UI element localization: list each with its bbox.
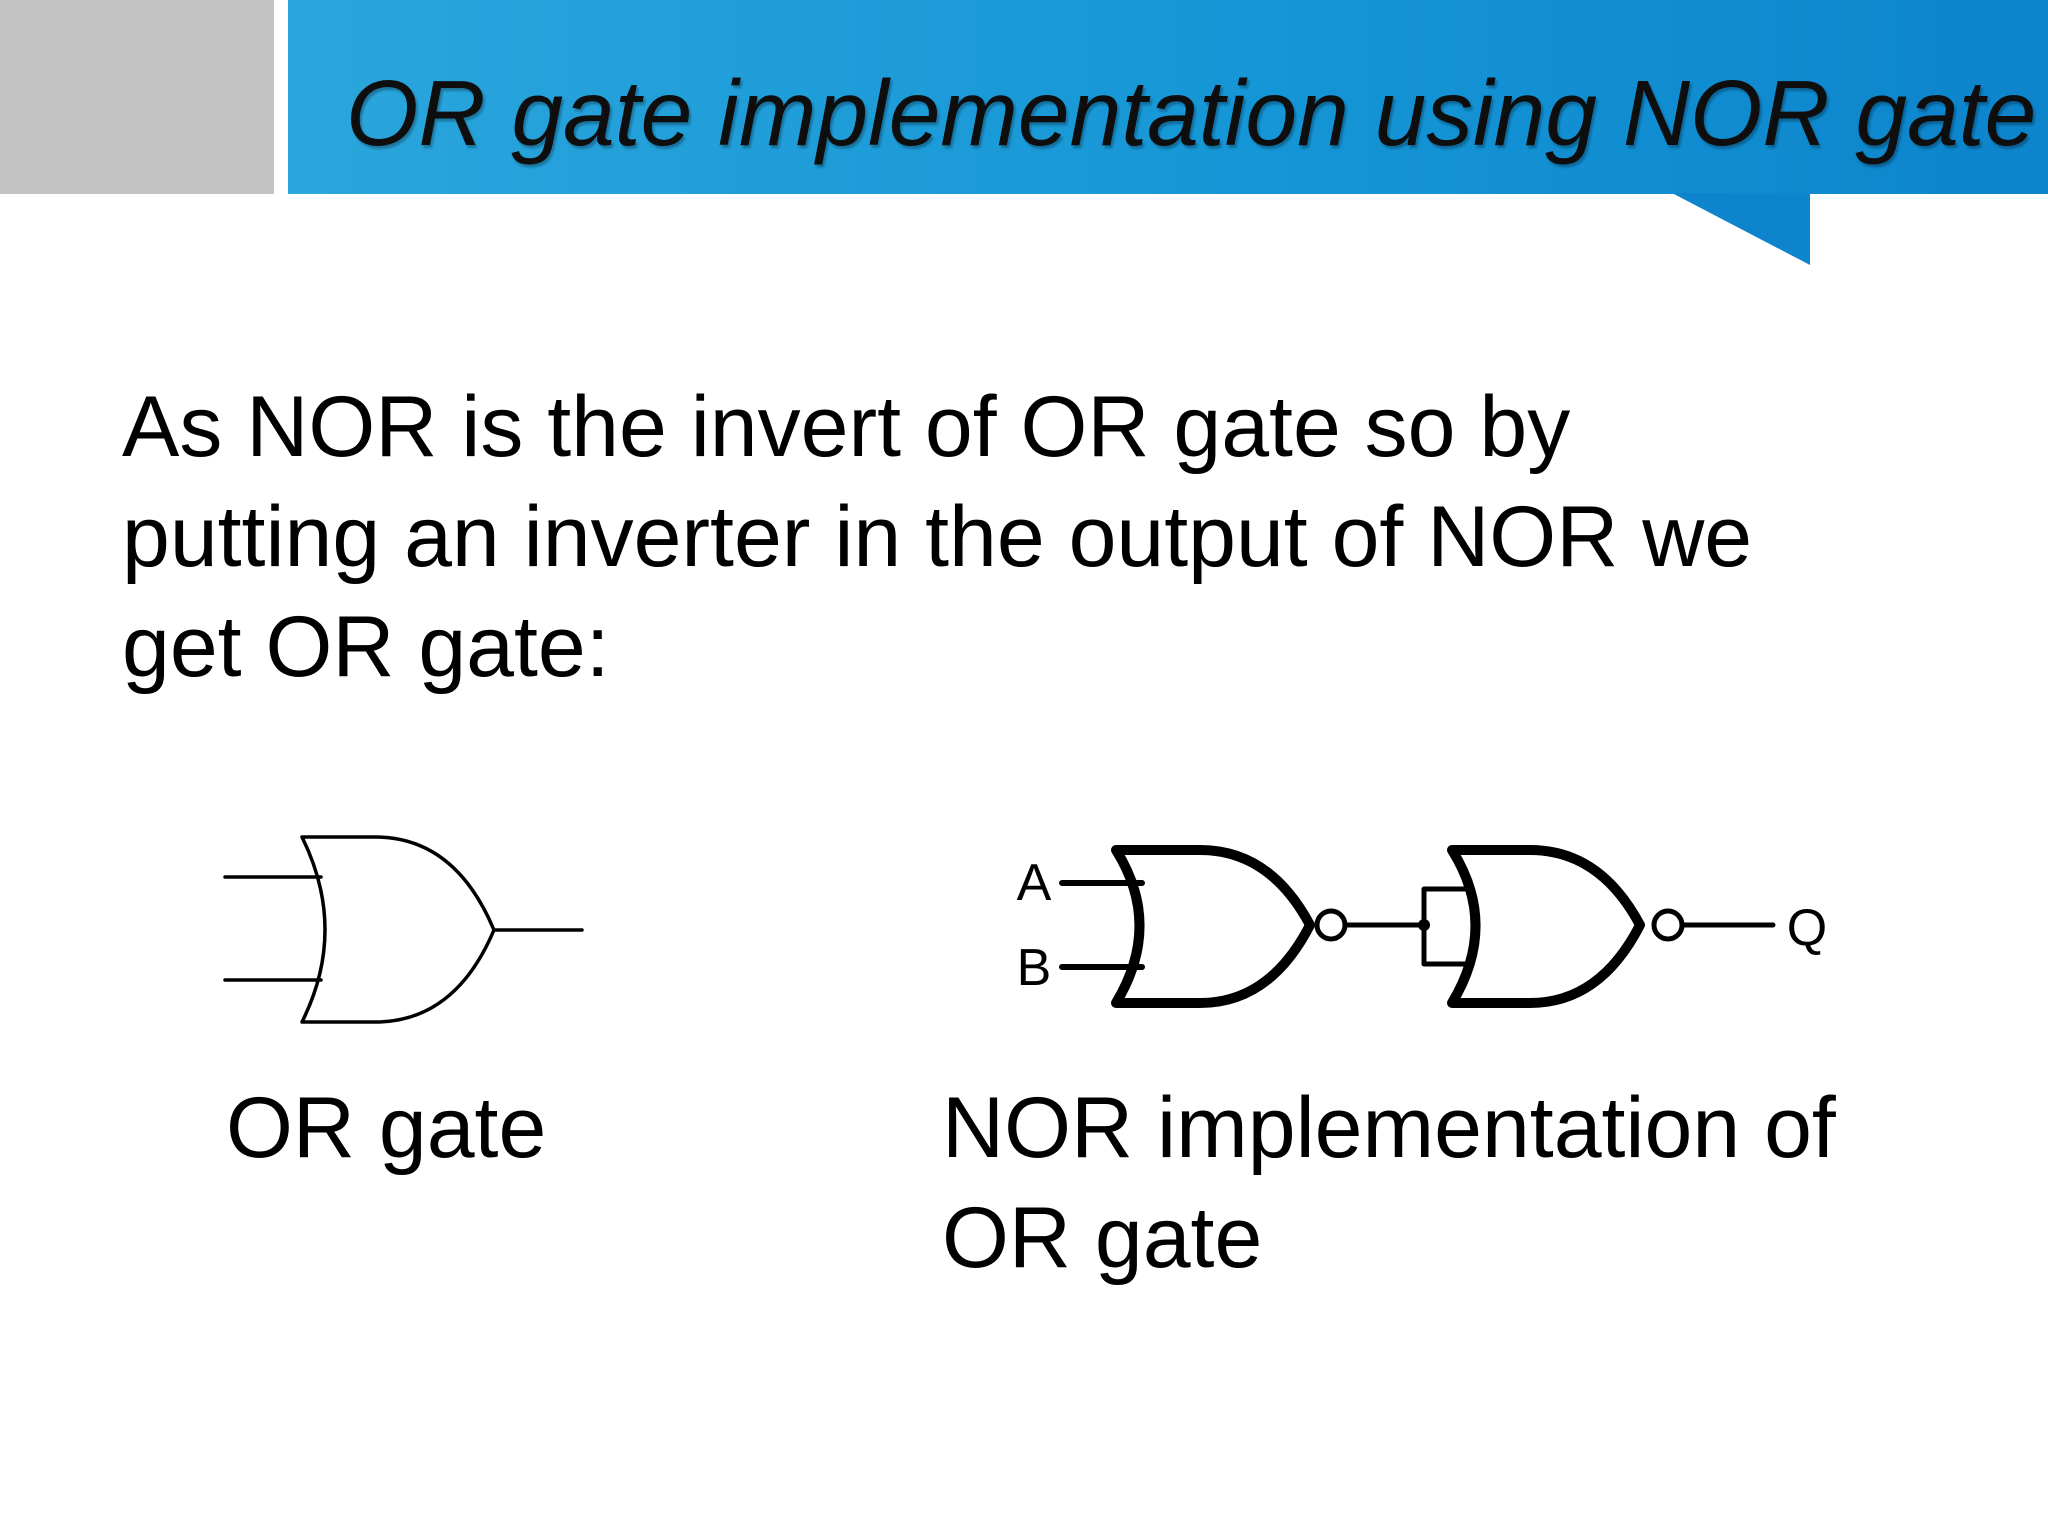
output-label-q: Q — [1787, 899, 1827, 957]
nor1-gate-body — [1111, 845, 1315, 1008]
nor1-bubble — [1314, 908, 1348, 942]
header-gray-block — [0, 0, 274, 194]
nor-implementation-caption: NOR implementation of OR gate — [942, 1073, 1836, 1293]
input-label-a: A — [1017, 854, 1052, 912]
nor2-tied-inputs — [1421, 886, 1473, 967]
body-line: get OR gate: — [122, 599, 610, 695]
nor-implementation-symbol — [1059, 845, 1776, 1008]
body-line: As NOR is the invert of OR gate so by — [122, 379, 1571, 475]
body-line: putting an inverter in the output of NOR… — [122, 489, 1753, 585]
caption-line: OR gate — [942, 1190, 1263, 1286]
caption-line: NOR implementation of — [942, 1080, 1836, 1176]
nor2-bubble — [1651, 908, 1685, 942]
junction-dot — [1418, 919, 1430, 931]
or-gate-body — [300, 835, 496, 1024]
or-gate-symbol — [223, 835, 584, 1024]
slide-title: OR gate implementation using NOR gate — [346, 61, 2037, 165]
body-text: As NOR is the invert of OR gate so by pu… — [122, 372, 1942, 702]
header-banner — [288, 0, 2048, 194]
caption-line: OR gate — [226, 1080, 547, 1176]
or-gate-caption: OR gate — [226, 1073, 546, 1183]
input-label-b: B — [1017, 939, 1052, 997]
nor2-gate-body — [1447, 845, 1645, 1008]
